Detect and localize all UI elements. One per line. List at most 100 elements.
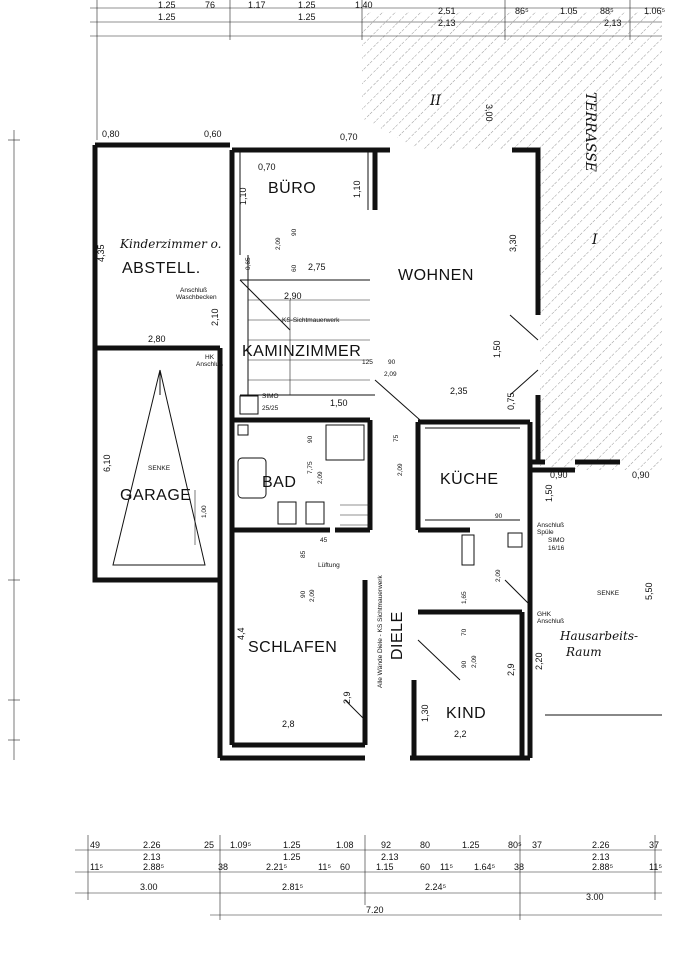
dim-d080: 0,80 [102, 129, 120, 139]
dim-d210: 2,10 [210, 308, 220, 326]
dim-d209b: 2,09 [384, 371, 397, 378]
label-anschluss-wasch-2: Waschbecken [176, 294, 217, 301]
bottom-dim: 1.25 [462, 840, 480, 850]
label-lueftung: Lüftung [318, 562, 340, 569]
bottom-dimension-lines [75, 835, 662, 920]
label-senke-hwr: SENKE [597, 590, 620, 597]
dim-d280: 2,80 [148, 334, 166, 344]
bottom-dim: 80 [420, 840, 430, 850]
dim-d290: 2,90 [284, 291, 302, 301]
room-label-abstell: ABSTELL. [122, 260, 201, 277]
bottom-dim: 92 [381, 840, 391, 850]
bottom-dim-row2: 2.13 [381, 852, 399, 862]
dim-d110a: 1,10 [238, 187, 248, 205]
top-dimension-labels: 1.25 76 1.17 1.25 1.40 2.51 86⁵ 1.05 88⁵… [158, 0, 666, 28]
dim-d065: 0,65 [245, 257, 252, 270]
dim-d125: 125 [362, 359, 373, 366]
top-dimension-lines [90, 0, 662, 140]
dim-d075: 0,75 [506, 392, 516, 410]
left-dimension-lines [8, 130, 20, 760]
bottom-dim-row3: 2.88⁵ [143, 862, 165, 872]
bottom-dim-row3: 60 [340, 862, 350, 872]
dim-d110b: 1,10 [352, 180, 362, 198]
bottom-dim-row2: 2.13 [592, 852, 610, 862]
bottom-dim-row3: 1.15 [376, 862, 394, 872]
label-senke-garage: SENKE [148, 465, 171, 472]
exterior-walls [92, 142, 662, 761]
label-simo-1: SIMO [262, 393, 279, 400]
top-dim: 1.05 [560, 6, 578, 16]
bath-fixtures [237, 395, 365, 525]
dim-d209d: 2,09 [317, 471, 324, 484]
room-label-diele: DIELE [389, 611, 406, 660]
dim-d300: 3,00 [484, 104, 494, 122]
dim-d220: 2,20 [534, 652, 544, 670]
handwritten-raum: Raum [565, 645, 602, 659]
dim-d75: 75 [393, 434, 400, 442]
dim-d85: 85 [300, 550, 307, 558]
label-hk: HK [205, 354, 215, 361]
label-simo-2: SIMO [548, 537, 565, 544]
dim-d45: 45 [320, 537, 328, 544]
dim-d90b: 90 [388, 359, 396, 366]
bottom-dim-row2: 2.13 [143, 852, 161, 862]
label-ghk-anschluss: Anschluß [537, 618, 564, 625]
bottom-dim: 25 [204, 840, 214, 850]
interior-walls [95, 150, 575, 758]
bottom-dim-row2: 1.25 [283, 852, 301, 862]
room-dimension-labels: 0,80 0,60 0,70 0,70 1,10 1,10 4,35 2,80 … [96, 104, 654, 739]
bottom-dim: 1.09⁵ [230, 840, 252, 850]
bottom-dim-row3: 60 [420, 862, 430, 872]
bottom-dim-row3: 38 [514, 862, 524, 872]
stairs [248, 299, 370, 526]
label-alle-waende: Alle Wände Diele - KS Sichtmauerwerk [377, 575, 384, 688]
bottom-dim: 80⁵ [508, 840, 522, 850]
top-dim-row2: 2.13 [604, 18, 622, 28]
bottom-dim: 2.26 [592, 840, 610, 850]
bottom-dim-row3: 11⁵ [90, 862, 103, 872]
label-anschluss-spuele-1: Anschluß [537, 522, 564, 529]
dim-d235: 2,35 [450, 386, 468, 396]
label-simo-2-value: 16/16 [548, 545, 565, 552]
label-gard: GARD [367, 509, 374, 528]
label-anschluss-spuele-2: Spüle [537, 529, 554, 536]
bottom-dim: 37 [532, 840, 542, 850]
dim-d090b: 0,90 [632, 470, 650, 480]
dim-d550: 5,50 [644, 582, 654, 600]
roman-numeral-two: II [429, 93, 442, 109]
label-hk-anschluss: Anschluß [196, 361, 223, 368]
room-label-kaminzimmer: KAMINZIMMER [242, 343, 361, 360]
dim-d150b: 1,50 [330, 398, 348, 408]
room-label-kueche: KÜCHE [440, 470, 499, 488]
dim-d209e: 2,09 [309, 589, 316, 602]
bottom-dim-row4: 2.24⁵ [425, 882, 447, 892]
handwritten-terrasse: TERRASSE [582, 92, 598, 172]
bottom-dim: 2.26 [143, 840, 161, 850]
bottom-dim-row4: 3.00 [140, 882, 158, 892]
dim-d070: 0,70 [258, 162, 276, 172]
room-label-kind: KIND [446, 705, 486, 722]
dim-d209f: 2,09 [495, 569, 502, 582]
top-dim: 1.17 [248, 0, 266, 10]
dim-d90d: 90 [300, 590, 307, 598]
bottom-dimension-labels: 49 2.26 25 1.09⁵ 1.25 1.08 92 80 1.25 80… [90, 840, 662, 915]
dim-d60: 60 [291, 264, 298, 272]
dim-d44: 4,4 [236, 627, 246, 640]
door-swings [239, 255, 539, 721]
dim-d90f: 90 [461, 660, 468, 668]
bottom-dim-row3: 11⁵ [649, 862, 662, 872]
bottom-dim-row3: 1.64⁵ [474, 862, 496, 872]
dim-d060: 0,60 [204, 129, 222, 139]
bottom-dim-row5: 7.20 [366, 905, 384, 915]
terrace-hatch [362, 12, 662, 470]
bottom-dim-row3: 11⁵ [318, 862, 331, 872]
dim-d90e: 90 [495, 513, 503, 520]
top-dim: 1.06⁵ [644, 6, 666, 16]
dim-d275: 2,75 [308, 262, 326, 272]
dim-d330: 3,30 [508, 234, 518, 252]
dim-d150c: 1,50 [544, 484, 554, 502]
dim-d150a: 1,50 [492, 340, 502, 358]
bottom-dim: 1.08 [336, 840, 354, 850]
dim-d165: 1,65 [461, 591, 468, 604]
